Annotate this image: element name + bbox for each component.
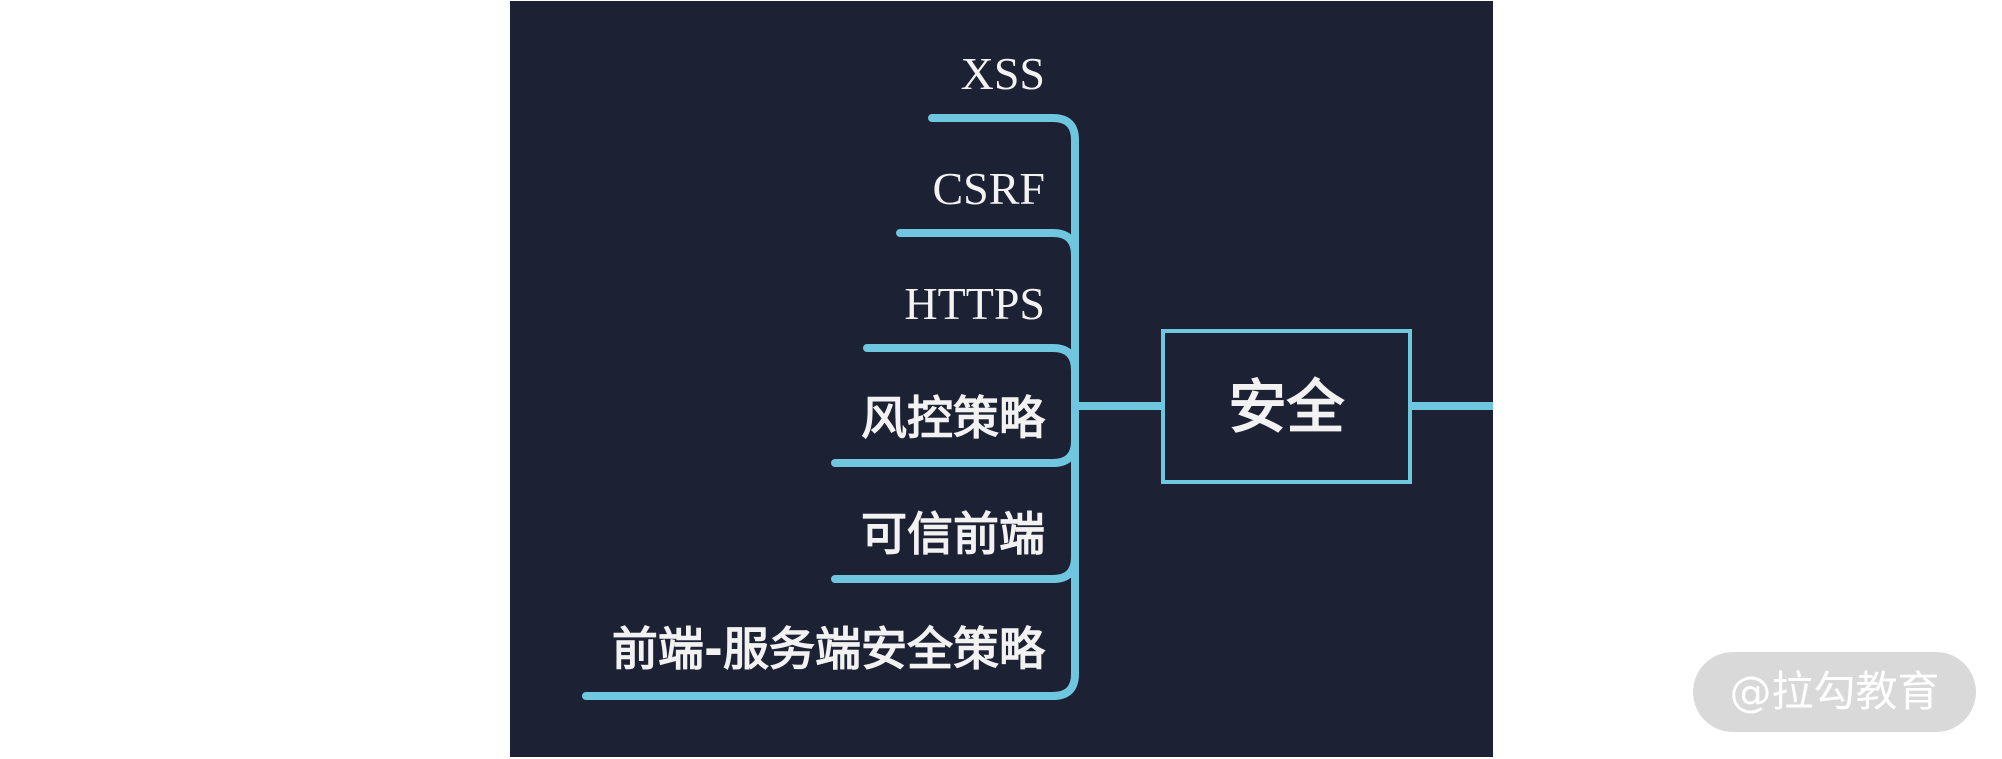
branch-label-xss: XSS [960, 48, 1045, 99]
mind-map-panel: XSS CSRF HTTPS 风控策略 可信前端 前端-服务端安全策略 安全 [510, 1, 1493, 757]
branch-label-risk-control: 风控策略 [861, 391, 1045, 445]
branch-label-frontend-server-security: 前端-服务端安全策略 [611, 622, 1045, 676]
watermark-badge: @拉勾教育 [1693, 652, 1976, 732]
branch-label-csrf: CSRF [932, 163, 1045, 214]
branch-label-trusted-frontend: 可信前端 [861, 507, 1045, 561]
branch-line-csrf [896, 229, 1079, 259]
branch-line-risk [831, 437, 1079, 467]
branch-line-trusted [831, 553, 1079, 583]
center-node-label: 安全 [1228, 372, 1345, 441]
watermark-text: @拉勾教育 [1729, 667, 1940, 716]
branch-line-https [863, 344, 1079, 374]
branch-label-https: HTTPS [904, 278, 1045, 329]
center-node: 安全 [1161, 329, 1412, 484]
connector-lines [582, 114, 1493, 700]
trunk-line-lower [582, 407, 1079, 700]
trunk-line [928, 114, 1079, 415]
